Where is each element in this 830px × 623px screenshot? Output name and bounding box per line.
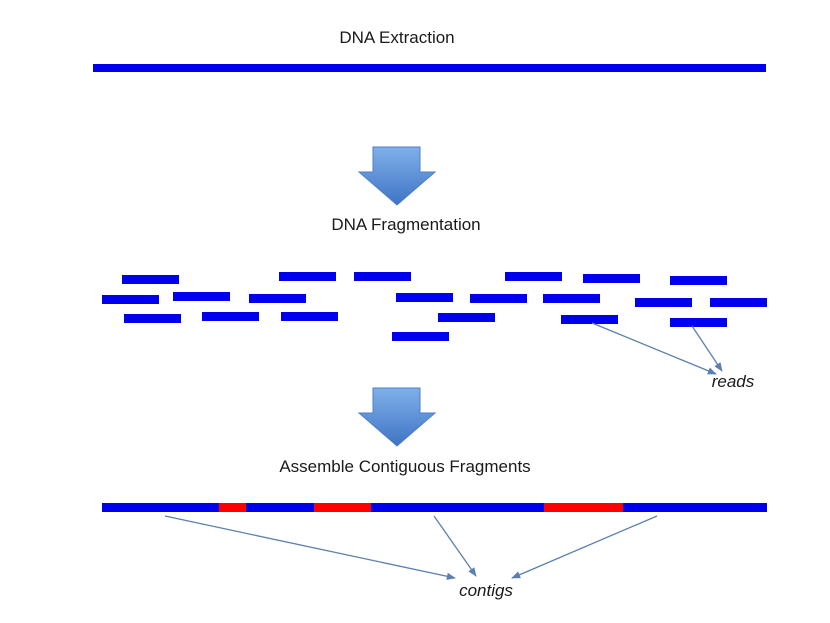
extraction-title: DNA Extraction [339,28,454,47]
dna-fragment [354,272,411,281]
contig-strand [102,503,767,512]
dna-fragment [710,298,767,307]
dna-fragment [670,276,727,285]
dna-fragment [124,314,181,323]
down-arrow-icon [357,387,437,447]
dna-fragment [102,295,159,304]
contigs-pointer-line [164,515,456,580]
dna-fragment [249,294,306,303]
contigs-pointer-line [433,515,477,577]
dna-fragment [122,275,179,284]
genomic-dna-strand [93,64,766,72]
dna-fragment [438,313,495,322]
dna-fragment [173,292,230,301]
dna-fragment [396,293,453,302]
overlap-region [219,503,246,512]
dna-fragment [543,294,600,303]
dna-fragment [392,332,449,341]
down-arrow-icon [357,146,437,206]
dna-fragment [505,272,562,281]
contigs-pointer-line [511,515,658,579]
reads-label: reads [712,372,755,391]
overlap-region [544,503,623,512]
dna-fragment [583,274,640,283]
reads-pointer-line [691,325,723,372]
dna-fragment [561,315,618,324]
reads-pointer-line [591,322,717,375]
fragmentation-title: DNA Fragmentation [331,215,480,234]
dna-fragment [635,298,692,307]
dna-fragment [281,312,338,321]
assembled-sequence [102,503,767,512]
assembly-title: Assemble Contiguous Fragments [279,457,530,476]
dna-fragment [470,294,527,303]
dna-fragment [279,272,336,281]
dna-fragment [202,312,259,321]
dna-fragments [102,272,767,341]
overlap-region [314,503,371,512]
dna-fragment [670,318,727,327]
contigs-label: contigs [459,581,513,600]
